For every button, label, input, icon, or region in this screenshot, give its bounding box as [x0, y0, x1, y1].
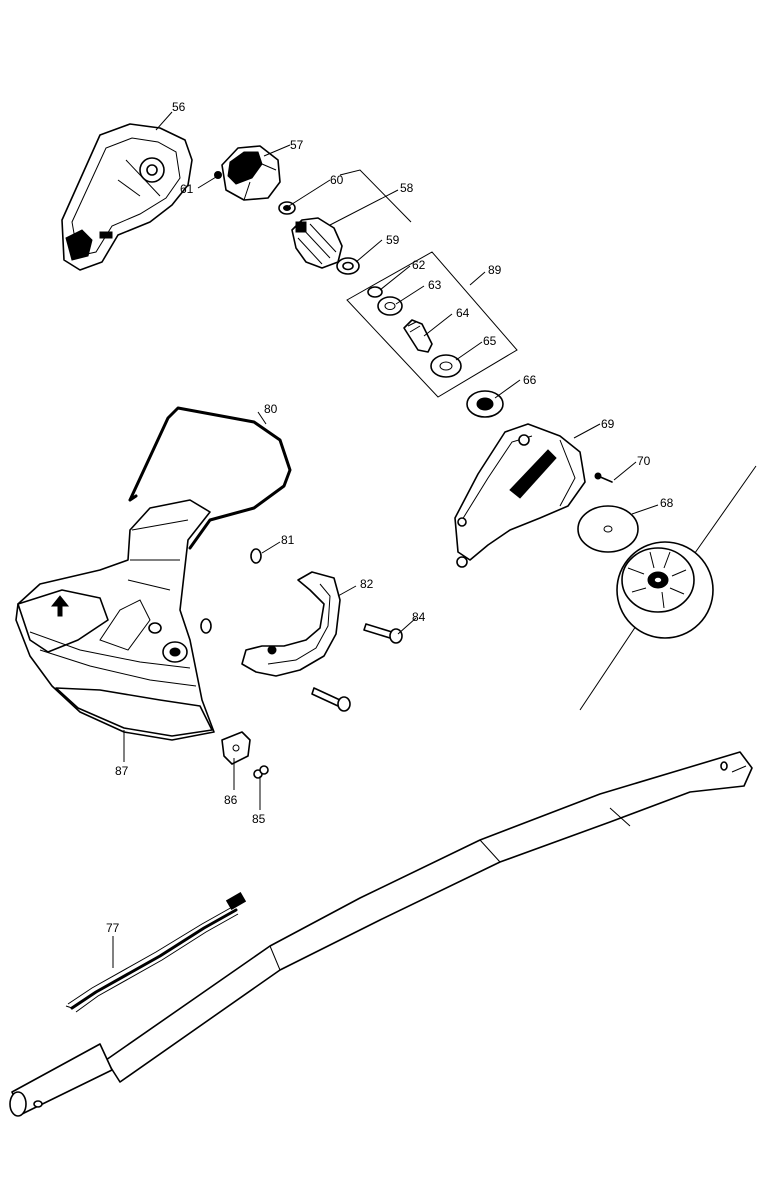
- callout-85: 85: [252, 812, 266, 826]
- callout-58: 58: [400, 181, 414, 195]
- part-63-gear[interactable]: [377, 296, 403, 316]
- callout-60: 60: [330, 173, 344, 187]
- callout-77: 77: [106, 921, 120, 935]
- callout-81: 81: [281, 533, 295, 547]
- part-68-disc-plate[interactable]: [577, 505, 639, 553]
- leader-lines: [112, 111, 659, 968]
- callout-80: 80: [264, 402, 278, 416]
- callout-63: 63: [428, 278, 442, 292]
- callout-89: 89: [488, 263, 502, 277]
- callout-64: 64: [456, 306, 470, 320]
- callout-82: 82: [360, 577, 374, 591]
- part-70-screw[interactable]: [594, 472, 613, 483]
- part-56-motor-housing[interactable]: [61, 123, 193, 271]
- part-77-wire-harness[interactable]: [65, 891, 247, 1013]
- part-57-stator[interactable]: [221, 145, 281, 201]
- callout-56: 56: [172, 100, 186, 114]
- part-62-washer[interactable]: [367, 286, 383, 298]
- callout-59: 59: [386, 233, 400, 247]
- callout-86: 86: [224, 793, 238, 807]
- callout-87: 87: [115, 764, 129, 778]
- part-82-guard-bracket[interactable]: [241, 571, 341, 677]
- part-80-wire-guard[interactable]: [128, 406, 292, 550]
- callout-labels: 56 57 60 61 58 59 62 89 63 64 65 66 80 6…: [106, 100, 674, 935]
- part-85-screw[interactable]: [253, 765, 269, 779]
- part-87-protector-guard[interactable]: [15, 499, 215, 741]
- part-64-spindle[interactable]: [403, 319, 433, 353]
- part-66-bearing-cover[interactable]: [466, 390, 504, 418]
- callout-57: 57: [290, 138, 304, 152]
- trimmer-spool-head[interactable]: [579, 465, 757, 711]
- callout-65: 65: [483, 334, 497, 348]
- callout-68: 68: [660, 496, 674, 510]
- part-89-gear-assembly-box: [346, 251, 518, 398]
- callout-84: 84: [412, 610, 426, 624]
- callout-70: 70: [637, 454, 651, 468]
- callout-66: 66: [523, 373, 537, 387]
- callout-69: 69: [601, 417, 615, 431]
- part-65-gear-plate[interactable]: [430, 354, 462, 378]
- part-58-armature[interactable]: [291, 217, 343, 269]
- callout-61: 61: [180, 182, 194, 196]
- part-81-washer[interactable]: [200, 548, 262, 634]
- shaft-pipe[interactable]: [9, 751, 753, 1117]
- part-84-bolt[interactable]: [311, 623, 403, 712]
- part-69-gear-housing[interactable]: [454, 423, 586, 568]
- part-59-bearing[interactable]: [336, 257, 360, 275]
- part-86-plate[interactable]: [221, 731, 251, 765]
- callout-62: 62: [412, 258, 426, 272]
